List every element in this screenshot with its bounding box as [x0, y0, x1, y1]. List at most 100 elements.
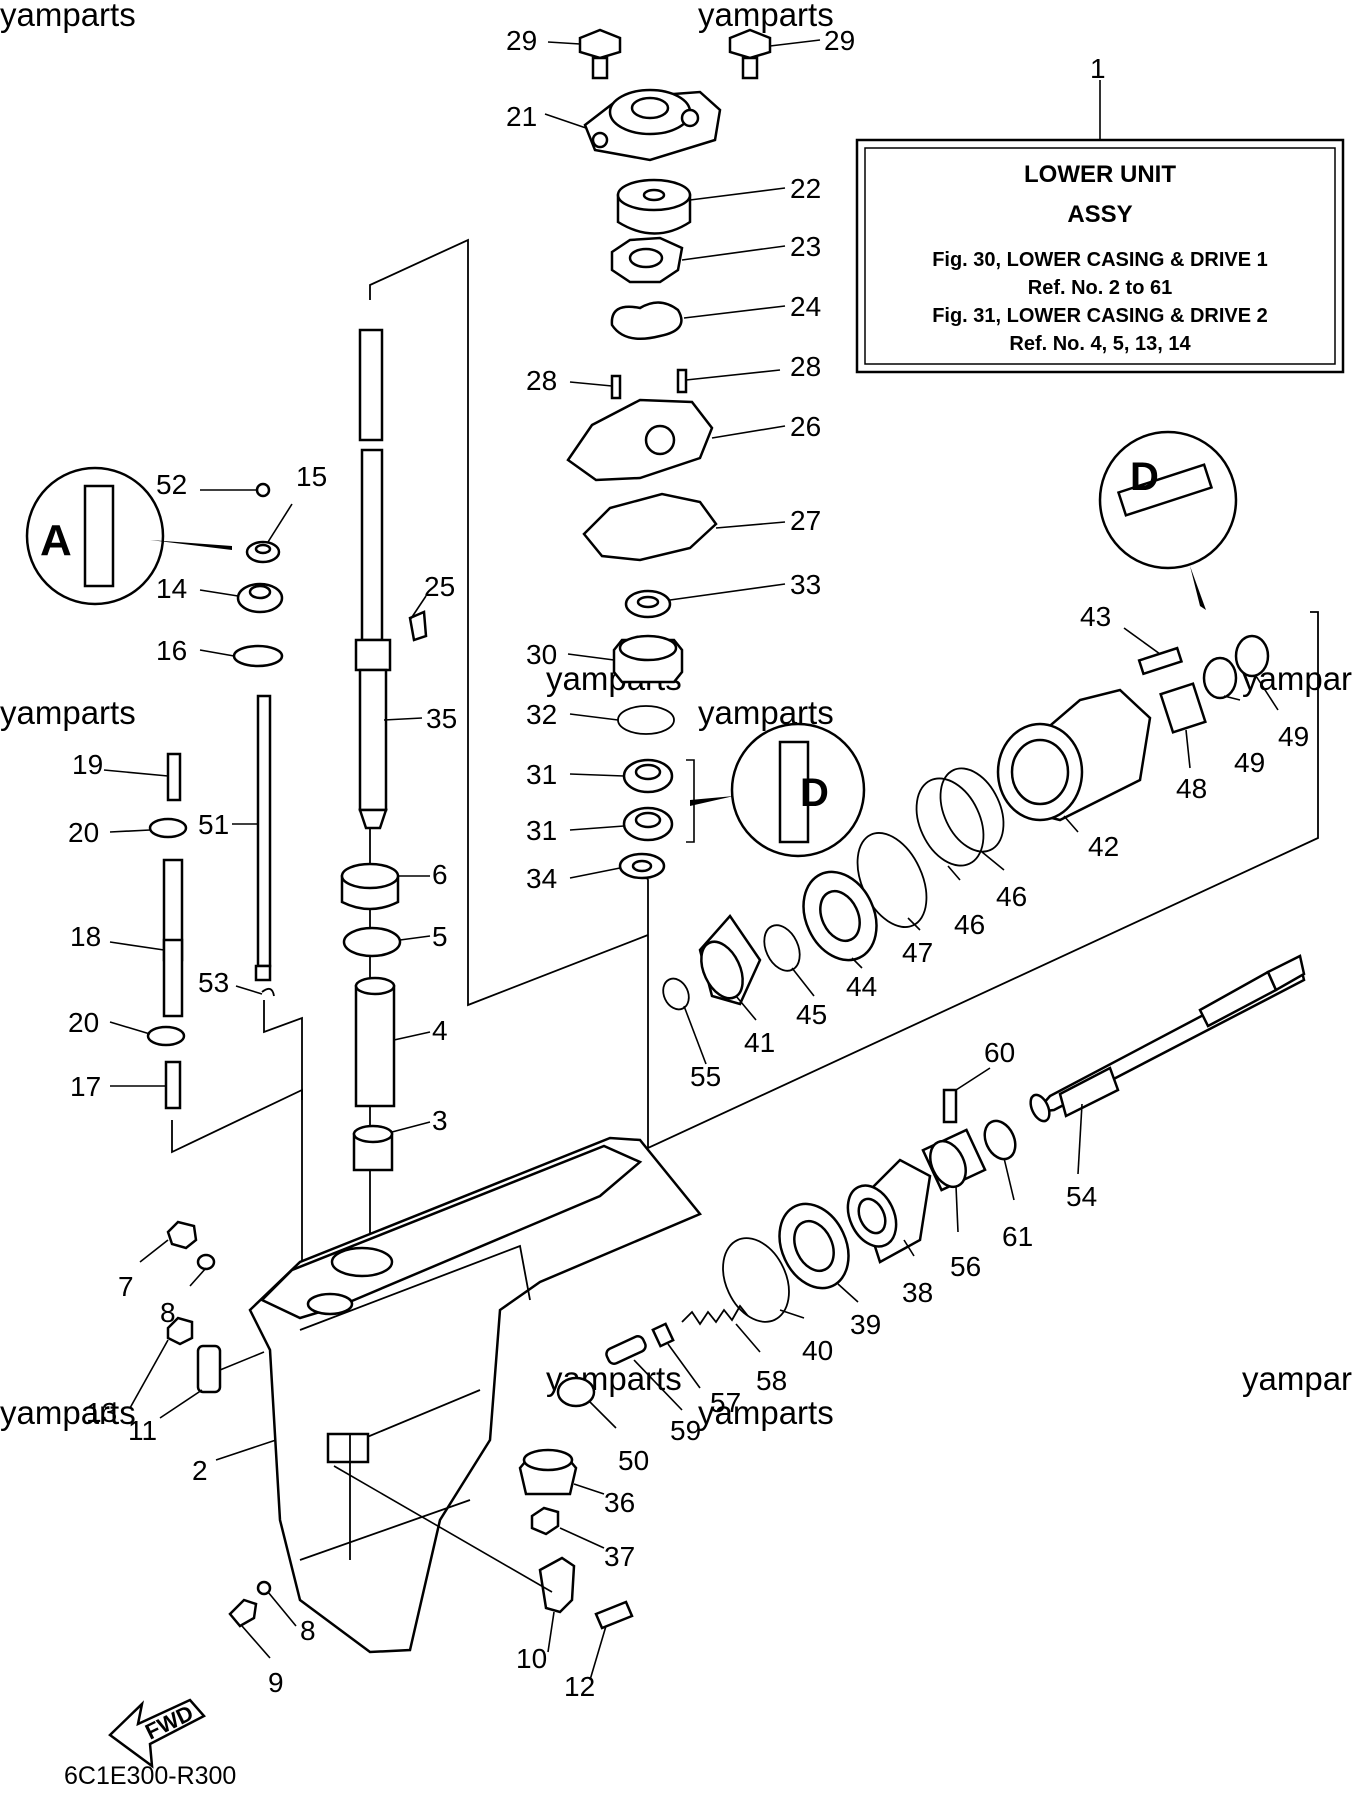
lower-casing-2	[248, 1136, 703, 1654]
oil-seal-31-upper	[622, 758, 674, 794]
callout-16: 16	[156, 635, 187, 666]
callout-58: 58	[756, 1365, 787, 1396]
callout-8: 8	[160, 1297, 176, 1328]
water-pump-group	[566, 28, 772, 880]
pump-housing-21	[583, 88, 722, 162]
bracket-10	[538, 1556, 576, 1614]
washer-34	[618, 852, 666, 880]
callout-9: 9	[268, 1667, 284, 1698]
sleeve-4	[354, 976, 396, 1108]
o-ring-32	[617, 705, 675, 735]
propeller-shaft-54	[1029, 954, 1306, 1123]
watermark-text: yamparts	[0, 0, 136, 33]
callout-labels: 29 29 21 22 23 24 28 28 26 27 33 30 32 3…	[68, 25, 1309, 1702]
bolt-43	[1137, 646, 1184, 676]
callout-21: 21	[506, 101, 537, 132]
e-clip-52	[255, 482, 271, 498]
callout-45: 45	[796, 999, 827, 1030]
washer-8-lower	[256, 1580, 272, 1596]
dowel-pin-28-left	[610, 374, 622, 400]
o-ring-16	[232, 644, 284, 668]
grease-symbol: D	[800, 771, 829, 815]
box-title-line1: LOWER UNIT	[1024, 161, 1176, 188]
callout-47: 47	[902, 937, 933, 968]
bearing-housing-30	[612, 634, 684, 684]
o-ring-46-right	[939, 767, 1005, 853]
callout-59: 59	[670, 1415, 701, 1446]
shim-55	[662, 977, 690, 1011]
callout-20: 20	[68, 817, 99, 848]
oil-seal-31-lower	[622, 806, 674, 842]
callout-8: 8	[300, 1615, 316, 1646]
callout-31: 31	[526, 815, 557, 846]
grommet-11	[196, 1344, 222, 1394]
seal-6	[340, 862, 400, 911]
callout-10: 10	[516, 1643, 547, 1674]
callout-35: 35	[426, 703, 457, 734]
propeller-shaft-group	[333, 634, 1306, 1630]
callout-61: 61	[1002, 1221, 1033, 1252]
callout-20: 20	[68, 1007, 99, 1038]
spring-61	[983, 1119, 1017, 1161]
callout-29: 29	[824, 25, 855, 56]
callout-33: 33	[790, 569, 821, 600]
oil-seal-49-left	[1202, 656, 1238, 700]
callout-11: 11	[128, 1415, 157, 1446]
callout-15: 15	[296, 461, 327, 492]
drive-shaft-35	[360, 448, 384, 642]
callout-25: 25	[424, 571, 455, 602]
watermark-text: yamparts	[698, 1394, 834, 1431]
callout-38: 38	[902, 1277, 933, 1308]
ball-bearing-44	[802, 870, 878, 962]
hose-clip-20-upper	[148, 817, 188, 839]
watermark-text: yamparts	[0, 1394, 136, 1431]
pinion-36	[518, 1448, 578, 1496]
callout-55: 55	[690, 1061, 721, 1092]
callout-48: 48	[1176, 773, 1207, 804]
box-fig30-ref-line: Ref. No. 2 to 61	[1028, 277, 1172, 299]
watermark-text: yamparts	[0, 694, 136, 731]
callout-37: 37	[604, 1541, 635, 1572]
callout-2: 2	[192, 1455, 208, 1486]
callout-60: 60	[984, 1037, 1015, 1068]
shift-pin-57	[651, 1322, 675, 1348]
grease-detail-right-top: D	[1098, 430, 1238, 610]
cross-pin-60	[942, 1088, 958, 1124]
box-fig31-ref-line: Ref. No. 4, 5, 13, 14	[1009, 333, 1191, 355]
dog-clutch-56	[921, 1128, 987, 1192]
ref-number: 1	[1090, 53, 1106, 84]
assembly-reference-box: 1 LOWER UNIT ASSY Fig. 30, LOWER CASING …	[855, 53, 1345, 374]
callout-5: 5	[432, 921, 448, 952]
callout-42: 42	[1088, 831, 1119, 862]
gasket-5	[342, 926, 402, 958]
callout-19: 19	[72, 749, 103, 780]
watermark-text: yamparts	[698, 0, 834, 33]
clip-53	[261, 987, 275, 997]
callout-4: 4	[432, 1015, 448, 1046]
callout-46: 46	[954, 909, 985, 940]
leader-lines	[103, 39, 1279, 1681]
shim-40	[722, 1237, 790, 1323]
hose-joint-17	[164, 1060, 182, 1110]
callout-7: 7	[118, 1271, 134, 1302]
oil-seal-49-right	[1234, 634, 1270, 678]
drive-shaft-35-top	[358, 328, 384, 442]
gasket-24	[610, 301, 683, 340]
callout-13: 13	[86, 1397, 117, 1428]
grease-symbol: A	[40, 516, 72, 565]
washer-8-upper	[196, 1253, 216, 1271]
bolt-29-right	[728, 28, 772, 80]
grease-detail-left: A	[25, 466, 232, 606]
callout-41: 41	[744, 1027, 775, 1058]
impeller-23	[610, 236, 684, 284]
callout-50: 50	[618, 1445, 649, 1476]
callout-49: 49	[1278, 721, 1309, 752]
callout-30: 30	[526, 639, 557, 670]
callout-39: 39	[850, 1309, 881, 1340]
callout-29: 29	[506, 25, 537, 56]
bolt-12	[594, 1600, 634, 1630]
callout-12: 12	[564, 1671, 595, 1702]
callout-54: 54	[1066, 1181, 1097, 1212]
callout-56: 56	[950, 1251, 981, 1282]
box-title-line2: ASSY	[1067, 201, 1132, 228]
